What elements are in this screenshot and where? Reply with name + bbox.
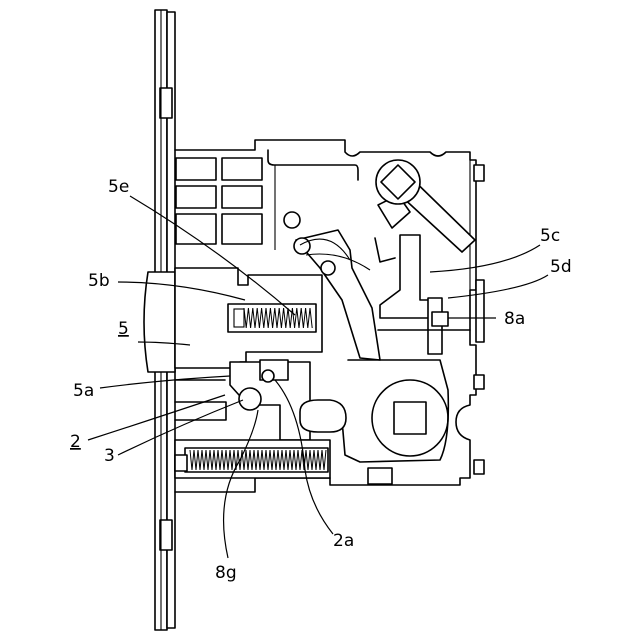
label-3: 3	[104, 446, 115, 466]
label-2a: 2a	[333, 531, 354, 551]
label-5e: 5e	[108, 177, 129, 197]
label-5: 5	[118, 319, 129, 339]
label-2: 2	[70, 432, 81, 452]
housing-cells	[176, 158, 262, 244]
label-5d: 5d	[550, 257, 572, 277]
label-5b: 5b	[88, 271, 110, 291]
label-5c: 5c	[540, 226, 560, 246]
label-8g: 8g	[215, 563, 237, 583]
label-5a: 5a	[73, 381, 94, 401]
label-8a: 8a	[504, 309, 525, 329]
square-hub	[342, 360, 448, 462]
